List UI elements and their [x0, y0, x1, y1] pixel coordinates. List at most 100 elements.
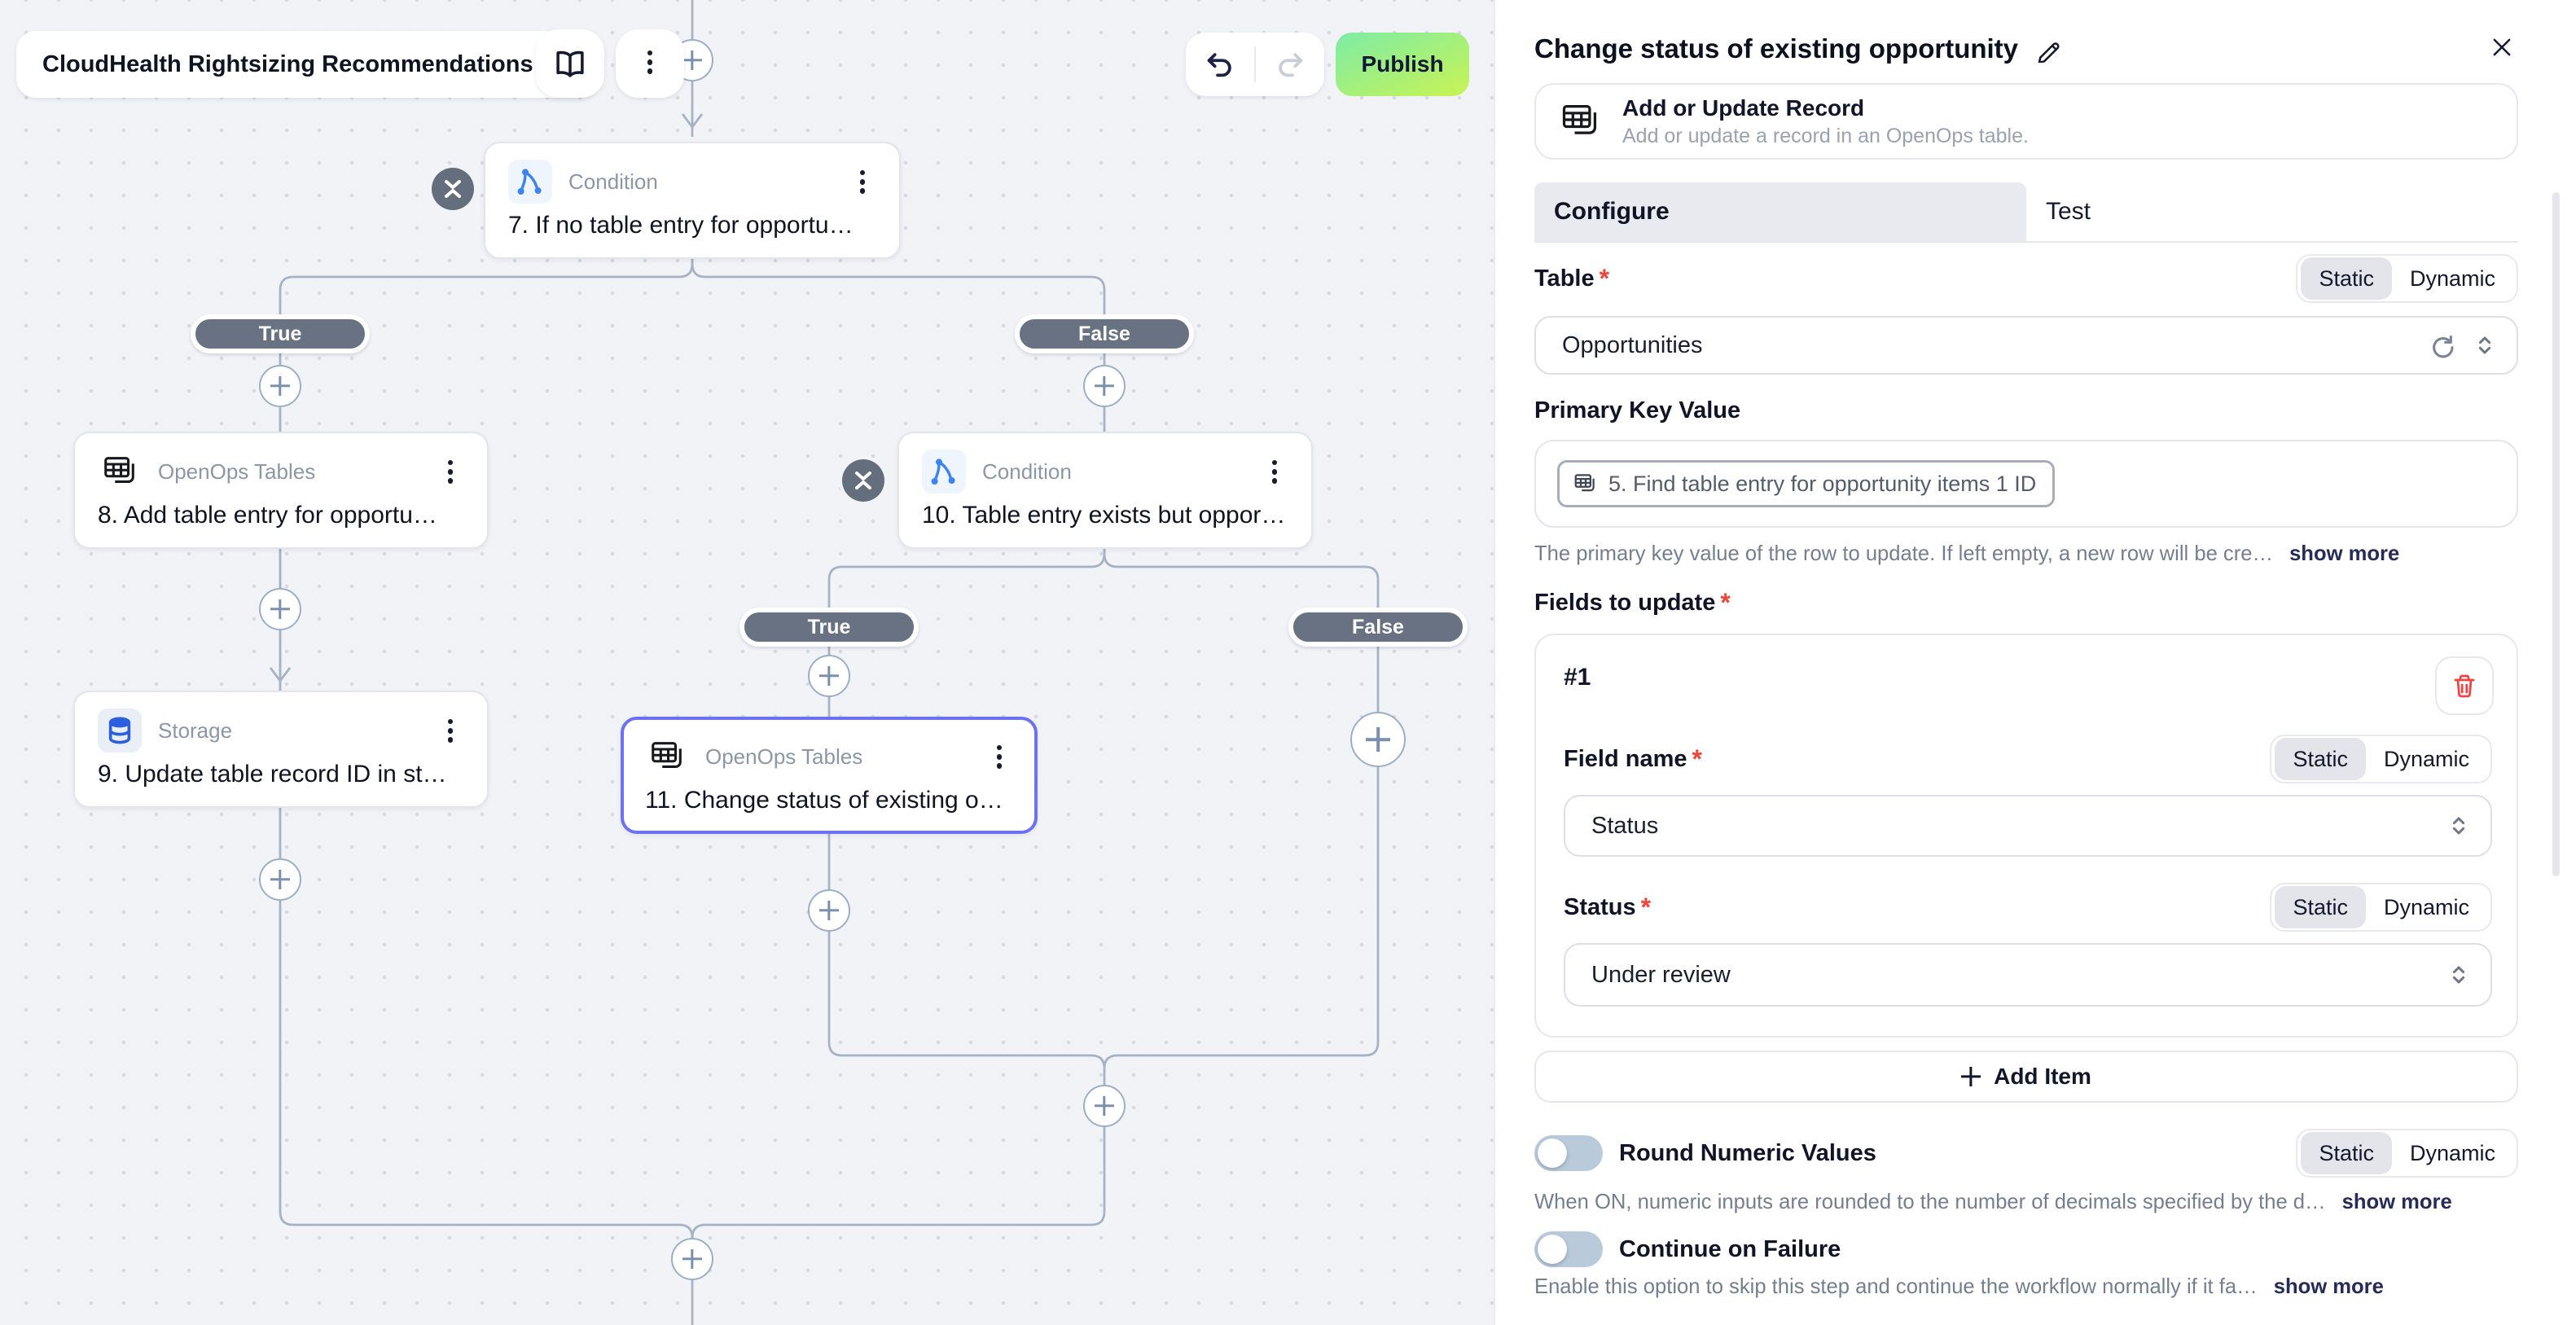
fields-to-update-row: Fields to update *: [1534, 585, 2518, 621]
kebab-icon: [637, 50, 663, 77]
add-step-button[interactable]: [1350, 712, 1406, 767]
helper-text: Enable this option to skip this step and…: [1534, 1275, 2258, 1298]
add-step-button[interactable]: [259, 858, 301, 901]
storage-icon: [98, 709, 142, 752]
step-settings-panel: Change status of existing opportunity: [1494, 0, 2576, 1325]
round-numeric-helper: When ON, numeric inputs are rounded to t…: [1534, 1191, 2518, 1214]
plus-icon: [1961, 1067, 1981, 1086]
action-name: Add or Update Record: [1622, 95, 1865, 121]
undo-button[interactable]: [1188, 33, 1250, 96]
step-title: Change status of existing opportunity: [1534, 33, 2019, 64]
add-step-button[interactable]: [808, 889, 850, 932]
unfold-icon: [2478, 336, 2491, 354]
dynamic-option[interactable]: Dynamic: [2383, 747, 2469, 771]
workflow-node-7[interactable]: Condition 7. If no table entry for oppor…: [484, 142, 901, 259]
show-more-link[interactable]: show more: [2289, 542, 2400, 565]
node-type-label: OpenOps Tables: [705, 744, 863, 769]
table-select-value: Opportunities: [1562, 331, 1703, 358]
dynamic-option[interactable]: Dynamic: [2383, 895, 2469, 919]
required-asterisk: *: [1720, 587, 1731, 617]
helper-text: When ON, numeric inputs are rounded to t…: [1534, 1191, 2326, 1213]
pencil-icon: [2038, 42, 2060, 63]
show-more-link[interactable]: show more: [2273, 1275, 2384, 1298]
node-title: 8. Add table entry for opportu…: [98, 502, 437, 529]
collapse-branch-button[interactable]: [842, 459, 884, 502]
unfold-icon: [2452, 817, 2465, 835]
condition-icon: [508, 160, 552, 204]
delete-item-button[interactable]: [2435, 656, 2494, 715]
add-step-button[interactable]: [808, 655, 850, 697]
workflow-canvas[interactable]: True False True False: [0, 0, 1494, 1325]
required-asterisk: *: [1640, 892, 1652, 922]
action-description: Add or update a record in an OpenOps tab…: [1622, 125, 2029, 147]
table-select[interactable]: Opportunities: [1534, 316, 2518, 375]
node-menu-button[interactable]: [438, 457, 464, 486]
panel-header: Change status of existing opportunity: [1534, 28, 2518, 70]
node-menu-button[interactable]: [987, 742, 1013, 771]
panel-tabs: Configure Test: [1534, 182, 2518, 243]
primary-key-input[interactable]: 5. Find table entry for opportunity item…: [1534, 440, 2518, 528]
workflow-name-dropdown[interactable]: CloudHealth Rightsizing Recommendations: [16, 31, 599, 98]
add-step-button[interactable]: [671, 1238, 713, 1280]
dynamic-option[interactable]: Dynamic: [2409, 266, 2495, 291]
static-option[interactable]: Static: [2275, 886, 2366, 928]
workflow-menu-button[interactable]: [616, 29, 684, 98]
panel-scrollbar[interactable]: [2552, 192, 2560, 876]
workflow-node-9[interactable]: Storage 9. Update table record ID in st…: [73, 691, 489, 808]
static-option[interactable]: Static: [2301, 1132, 2392, 1174]
redo-button[interactable]: [1260, 33, 1322, 96]
refresh-icon[interactable]: [2427, 331, 2456, 360]
continue-on-failure-toggle[interactable]: [1534, 1231, 1603, 1267]
add-step-button[interactable]: [1083, 365, 1126, 407]
add-step-button[interactable]: [259, 365, 301, 407]
close-icon: [2493, 38, 2511, 56]
add-step-button[interactable]: [1083, 1085, 1126, 1127]
workflow-node-10[interactable]: Condition 10. Table entry exists but opp…: [897, 432, 1313, 549]
collapse-branch-button[interactable]: [432, 168, 474, 210]
status-select[interactable]: Under review: [1564, 943, 2492, 1007]
dynamic-option[interactable]: Dynamic: [2409, 1141, 2495, 1165]
node-menu-button[interactable]: [1262, 457, 1288, 486]
node-type-label: Condition: [568, 169, 658, 194]
status-value: Under review: [1591, 961, 1731, 988]
tab-test[interactable]: Test: [2046, 198, 2091, 225]
field-name-row: Field name * Static Dynamic: [1564, 735, 2492, 783]
undo-icon: [1207, 53, 1231, 77]
round-numeric-mode-toggle: Static Dynamic: [2296, 1129, 2518, 1178]
static-option[interactable]: Static: [2275, 738, 2366, 780]
node-type-label: Condition: [982, 458, 1072, 484]
workflow-node-8[interactable]: OpenOps Tables 8. Add table entry for op…: [73, 432, 489, 549]
table-field-label: Table: [1534, 265, 1595, 292]
primary-key-row: Primary Key Value: [1534, 393, 2518, 428]
openops-tables-icon: [645, 735, 689, 779]
rename-step-button[interactable]: [2033, 33, 2065, 65]
node-menu-button[interactable]: [438, 716, 464, 745]
fields-to-update-label: Fields to update: [1534, 589, 1716, 616]
collapse-icon: [855, 472, 871, 489]
token-label: 5. Find table entry for opportunity item…: [1608, 471, 2037, 496]
table-field-row: Table * Static Dynamic: [1534, 254, 2518, 303]
field-name-label: Field name: [1564, 745, 1687, 772]
field-name-select[interactable]: Status: [1564, 795, 2492, 857]
docs-button[interactable]: [536, 29, 604, 98]
field-name-value: Status: [1591, 812, 1659, 839]
node-menu-button[interactable]: [850, 167, 876, 196]
round-numeric-toggle[interactable]: [1534, 1135, 1603, 1171]
openops-tables-icon: [1562, 104, 1597, 134]
redo-icon: [1279, 53, 1303, 77]
close-panel-button[interactable]: [2486, 31, 2518, 64]
status-row: Status * Static Dynamic: [1564, 883, 2492, 932]
add-item-button[interactable]: Add Item: [1534, 1051, 2518, 1103]
trash-icon: [2454, 674, 2475, 698]
add-step-button[interactable]: [259, 588, 301, 630]
show-more-link[interactable]: show more: [2341, 1191, 2452, 1213]
node-type-label: OpenOps Tables: [158, 458, 316, 484]
tab-configure[interactable]: Configure: [1534, 182, 2026, 241]
item-index: #1: [1564, 664, 1591, 691]
item-header: #1: [1564, 661, 2492, 691]
workflow-node-11[interactable]: OpenOps Tables 11. Change status of exis…: [621, 717, 1038, 834]
publish-button[interactable]: Publish: [1336, 33, 1469, 96]
static-option[interactable]: Static: [2301, 257, 2392, 300]
branch-label-true: True: [739, 608, 919, 647]
branch-label-false: False: [1015, 314, 1194, 353]
